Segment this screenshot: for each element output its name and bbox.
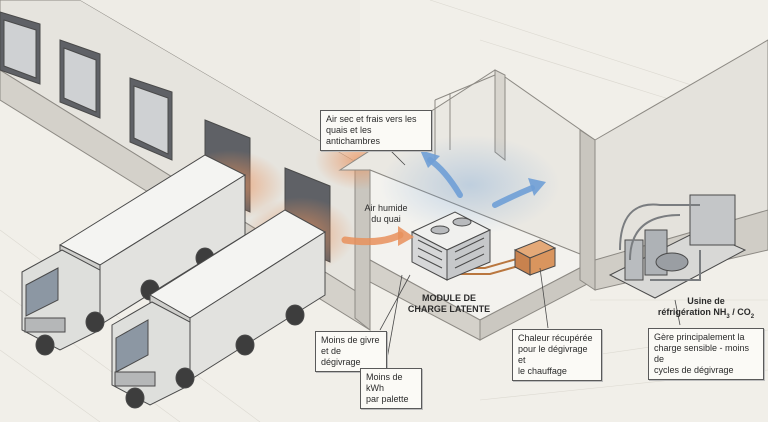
plant-title-line-2: réfrigération NH3 / CO2: [650, 307, 762, 323]
humid-air-line-1: Air humide: [356, 203, 416, 214]
heat-line-2: pour le dégivrage et: [518, 344, 596, 366]
dry-air-callout: Air sec et frais vers les quais et les a…: [320, 110, 432, 151]
module-line-1: MODULE DE: [404, 293, 494, 304]
plant-desc-callout: Gère principalement la charge sensible -…: [648, 328, 764, 380]
heat-line-3: le chauffage: [518, 366, 596, 377]
kwh-line-1: Moins de kWh: [366, 372, 416, 394]
kwh-callout: Moins de kWh par palette: [360, 368, 422, 409]
plant-desc-line-1: Gère principalement la: [654, 332, 758, 343]
dry-air-line-1: Air sec et frais vers les: [326, 114, 426, 125]
humid-air-line-2: du quai: [356, 214, 416, 225]
dry-air-line-2: quais et les antichambres: [326, 125, 426, 147]
heat-recovered-callout: Chaleur récupérée pour le dégivrage et l…: [512, 329, 602, 381]
module-label: MODULE DE CHARGE LATENTE: [404, 293, 494, 315]
plant-desc-line-2: charge sensible - moins de: [654, 343, 758, 365]
module-line-2: CHARGE LATENTE: [404, 304, 494, 315]
humid-air-label: Air humide du quai: [356, 203, 416, 225]
plant-title-line-1: Usine de: [650, 296, 762, 307]
plant-title-co: / CO: [730, 307, 751, 317]
heat-line-1: Chaleur récupérée: [518, 333, 596, 344]
plant-title: Usine de réfrigération NH3 / CO2: [650, 296, 762, 323]
plant-desc-line-3: cycles de dégivrage: [654, 365, 758, 376]
frost-line-1: Moins de givre: [321, 335, 381, 346]
frost-line-2: et de dégivrage: [321, 346, 381, 368]
plant-title-nh: réfrigération NH: [658, 307, 727, 317]
frost-callout: Moins de givre et de dégivrage: [315, 331, 387, 372]
plant-title-sub-2: 2: [751, 314, 754, 320]
kwh-line-2: par palette: [366, 394, 416, 405]
